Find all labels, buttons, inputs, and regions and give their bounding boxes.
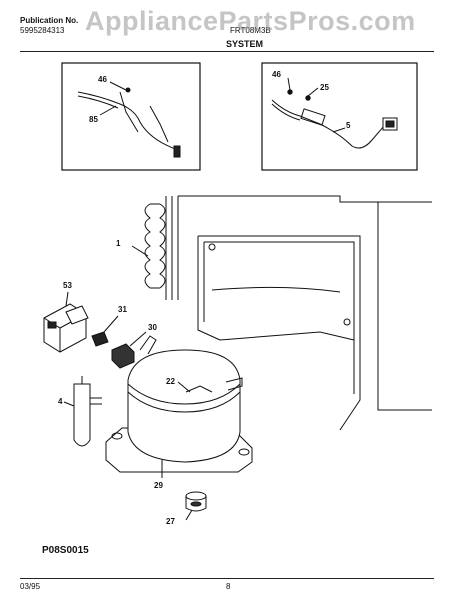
inset-wiring-detail: [261, 62, 418, 171]
callout-5: 5: [346, 121, 351, 130]
filter-drier: [63, 376, 102, 447]
section-title: SYSTEM: [226, 39, 264, 49]
callout-46: 46: [272, 70, 281, 79]
callout-22: 22: [166, 377, 175, 386]
publication-label: Publication No.: [20, 16, 79, 25]
callout-29: 29: [154, 481, 163, 490]
model-code: FRT08M3B: [230, 26, 271, 35]
footer-divider: [20, 578, 434, 579]
callout-25: 25: [320, 83, 329, 92]
relay-assembly: [43, 291, 119, 353]
overload-protector: [111, 331, 147, 369]
watermark: AppliancePartsPros.com: [85, 6, 416, 36]
condenser-coil: [131, 196, 179, 300]
date-code: 03/95: [20, 582, 41, 591]
callout-53: 53: [63, 281, 72, 290]
callout-85: 85: [89, 115, 98, 124]
callout-4: 4: [58, 397, 63, 406]
cabinet-frame: [178, 195, 432, 431]
compressor: [105, 335, 253, 478]
publication-number: 5995284313: [20, 26, 65, 35]
diagram-code: P08S0015: [42, 545, 89, 556]
callout-1: 1: [116, 239, 121, 248]
callout-30: 30: [148, 323, 157, 332]
callout-46: 46: [98, 75, 107, 84]
header-divider: [20, 51, 434, 52]
callout-27: 27: [166, 517, 175, 526]
inset-harness-detail: [61, 62, 201, 171]
grommet: [185, 491, 207, 521]
callout-31: 31: [118, 305, 127, 314]
page-number: 8: [226, 582, 231, 591]
